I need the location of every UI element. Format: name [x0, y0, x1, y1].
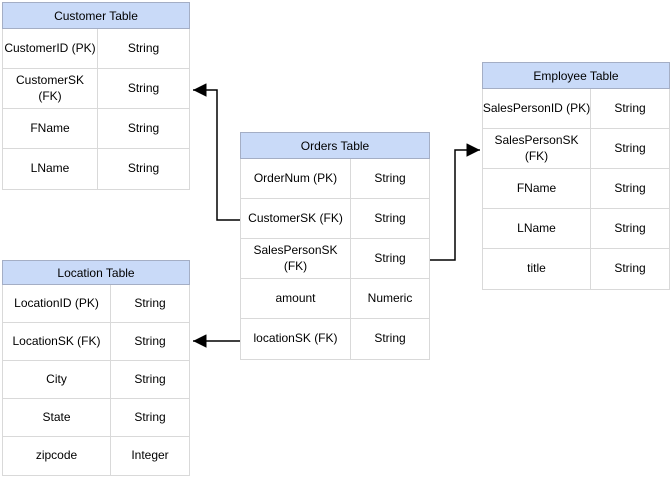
table-row[interactable]: LocationID (PK) String	[3, 285, 189, 323]
table-row[interactable]: zipcode Integer	[3, 437, 189, 475]
field-name-cell: FName	[3, 109, 98, 148]
field-type-cell: String	[134, 371, 166, 386]
field-type-cell: String	[134, 295, 166, 310]
table-row[interactable]: title String	[483, 249, 669, 289]
field-name-cell: locationSK (FK)	[241, 319, 351, 359]
field-type-cell: String	[374, 331, 406, 346]
field-type-cell: Integer	[131, 448, 169, 463]
field-type-cell: String	[614, 261, 646, 276]
field-name-cell: zipcode	[3, 437, 111, 475]
table-row[interactable]: FName String	[3, 109, 189, 149]
table-row[interactable]: LName String	[3, 149, 189, 189]
field-name-cell: FName	[483, 169, 591, 208]
field-name-cell: SalesPersonSK (FK)	[483, 129, 591, 168]
field-type-cell: String	[614, 220, 646, 235]
table-row[interactable]: CustomerSK (FK) String	[3, 69, 189, 109]
field-type-cell: String	[134, 409, 166, 424]
field-type-cell: String	[374, 210, 406, 225]
connector-arrow-orders-customersk-to-customer[interactable]	[193, 83, 240, 221]
table-row[interactable]: FName String	[483, 169, 669, 209]
field-name-cell: OrderNum (PK)	[241, 159, 351, 198]
field-name-cell: SalesPersonSK (FK)	[241, 239, 351, 278]
field-type-cell: String	[127, 120, 160, 135]
table-title-customer[interactable]: Customer Table	[2, 2, 190, 29]
field-type-cell: String	[134, 333, 166, 348]
table-row[interactable]: SalesPersonSK (FK) String	[483, 129, 669, 169]
table-row[interactable]: LName String	[483, 209, 669, 249]
field-name-cell: LocationID (PK)	[3, 285, 111, 322]
table-row[interactable]: SalesPersonID (PK) String	[483, 89, 669, 129]
table-row[interactable]: SalesPersonSK (FK) String	[241, 239, 429, 279]
connector-arrow-orders-salespersonsk-to-employee[interactable]	[430, 143, 480, 261]
field-name-cell: CustomerSK (FK)	[241, 199, 351, 238]
table-title-location[interactable]: Location Table	[2, 260, 190, 285]
field-type-cell: String	[127, 161, 160, 176]
table-row[interactable]: LocationSK (FK) String	[3, 323, 189, 361]
table-row[interactable]: amount Numeric	[241, 279, 429, 319]
table-row[interactable]: CustomerSK (FK) String	[241, 199, 429, 239]
table-title-employee[interactable]: Employee Table	[482, 62, 670, 89]
field-type-cell: String	[614, 100, 646, 115]
field-name-cell: LocationSK (FK)	[3, 323, 111, 360]
field-name-cell: LName	[483, 209, 591, 248]
field-type-cell: String	[127, 40, 160, 55]
field-type-cell: String	[374, 170, 406, 185]
table-row[interactable]: City String	[3, 361, 189, 399]
field-name-cell: State	[3, 399, 111, 436]
field-type-cell: String	[127, 80, 160, 95]
field-type-cell: String	[614, 180, 646, 195]
table-row[interactable]: OrderNum (PK) String	[241, 159, 429, 199]
field-type-cell: String	[374, 250, 406, 265]
table-title-orders[interactable]: Orders Table	[240, 132, 430, 159]
table-row[interactable]: State String	[3, 399, 189, 437]
field-name-cell: amount	[241, 279, 351, 318]
field-name-cell: LName	[3, 149, 98, 189]
field-type-cell: String	[614, 140, 646, 155]
field-name-cell: CustomerSK (FK)	[3, 69, 98, 108]
field-name-cell: City	[3, 361, 111, 398]
field-name-cell: CustomerID (PK)	[3, 29, 98, 68]
field-name-cell: title	[483, 249, 591, 289]
table-row[interactable]: locationSK (FK) String	[241, 319, 429, 359]
table-row[interactable]: CustomerID (PK) String	[3, 29, 189, 69]
field-type-cell: Numeric	[367, 290, 413, 305]
field-name-cell: SalesPersonID (PK)	[483, 89, 591, 128]
